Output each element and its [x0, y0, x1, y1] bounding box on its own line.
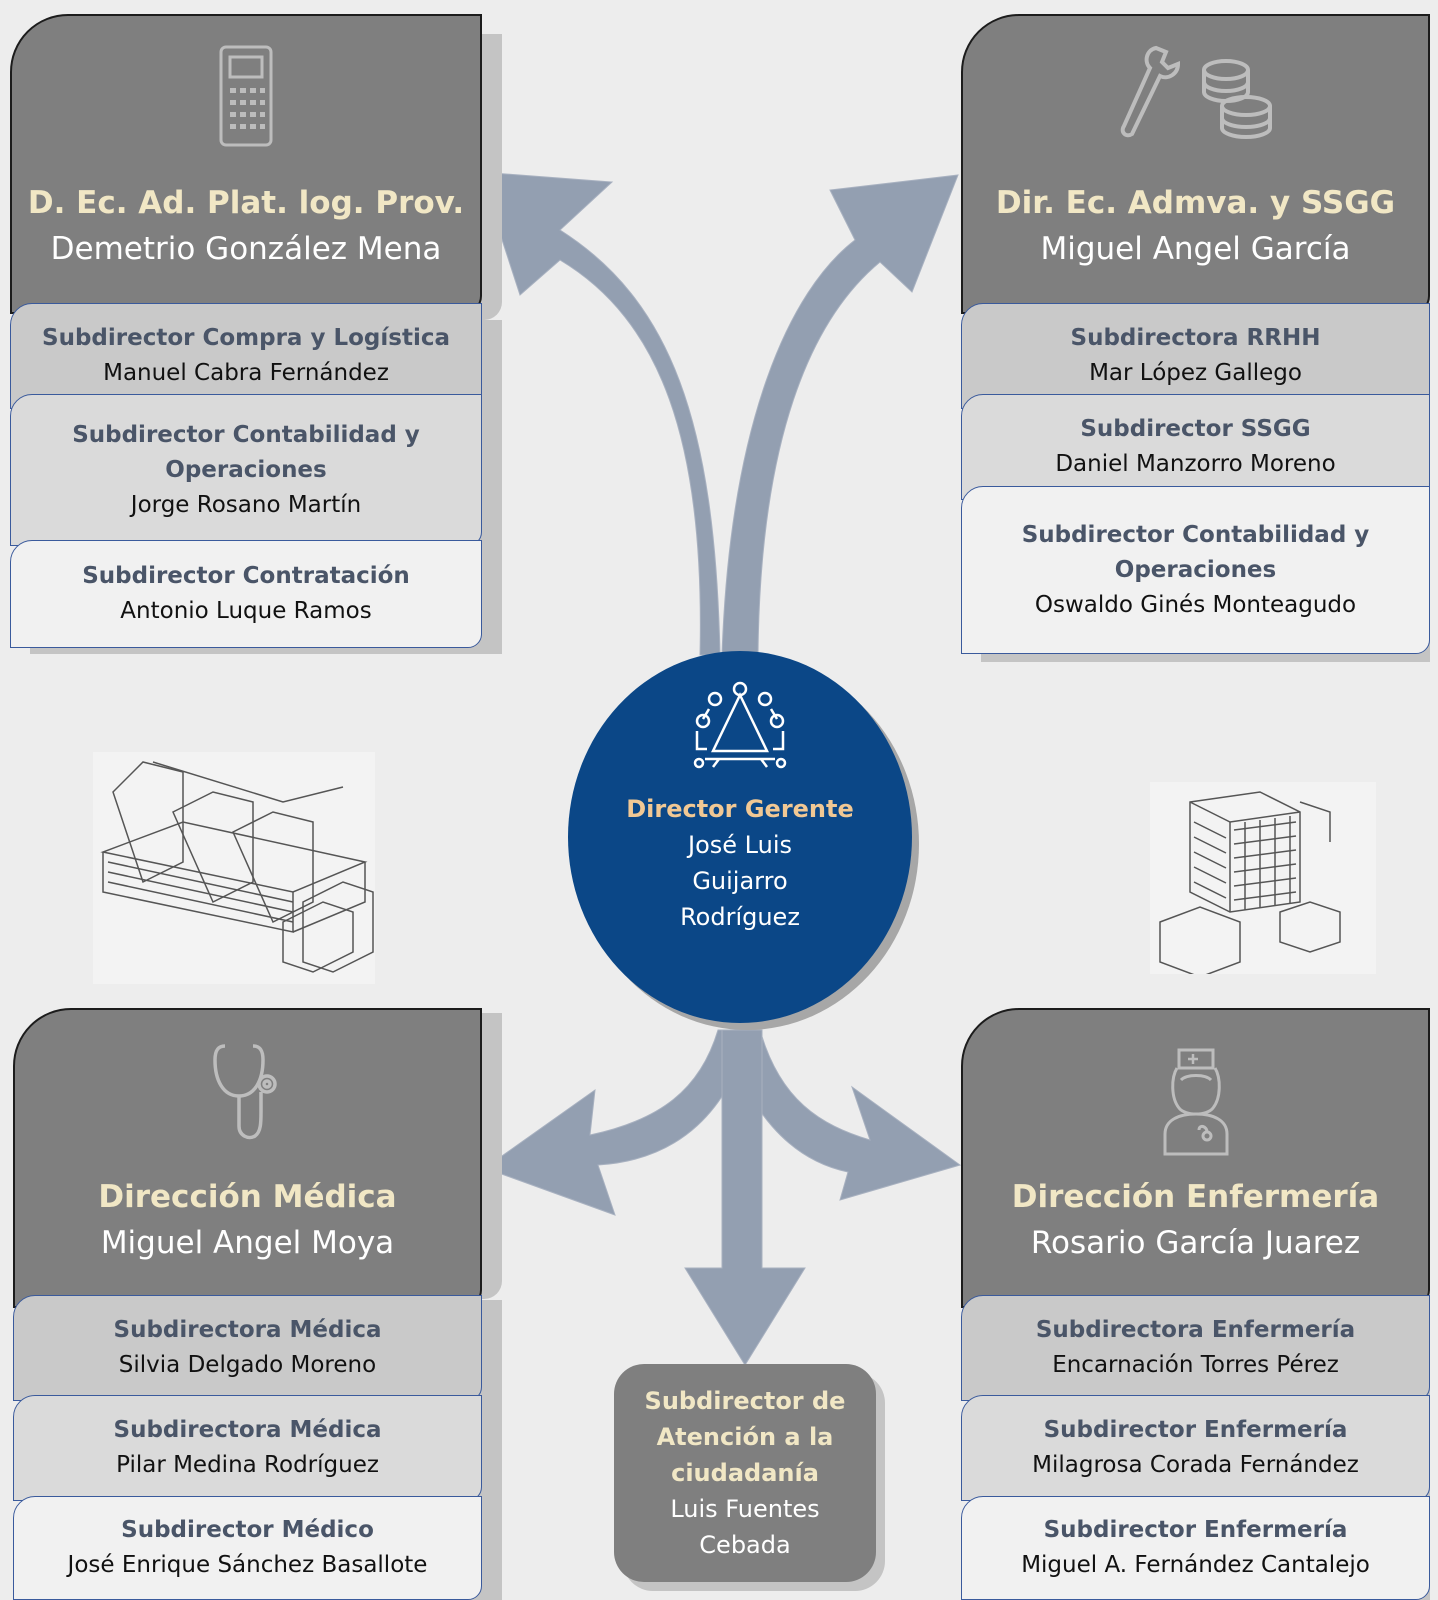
sub-box: Subdirector Contratación Antonio Luque R… — [10, 540, 482, 648]
header-title: Dir. Ec. Admva. y SSGG — [995, 185, 1396, 221]
sub-role: Subdirector Contabilidad y Operaciones — [1021, 521, 1370, 583]
sub-name: Oswaldo Ginés Monteagudo — [1034, 591, 1357, 618]
sub-role: Subdirector Enfermería — [1043, 1417, 1348, 1443]
sub-box: Subdirectora Médica Silvia Delgado Moren… — [13, 1295, 482, 1401]
sub-name: Mar López Gallego — [1089, 360, 1302, 386]
hospital-building-sketch-icon — [1159, 791, 1341, 978]
hospital-illustration — [1150, 782, 1376, 978]
sub-role: Subdirectora Médica — [113, 1417, 382, 1443]
sub-name: Miguel A. Fernández Cantalejo — [1021, 1552, 1370, 1578]
sub-box: Subdirector Contabilidad y Operaciones J… — [10, 394, 482, 546]
director-role: Director Gerente — [626, 795, 854, 823]
nurse-icon — [1151, 1046, 1241, 1160]
sub-box: Subdirectora RRHH Mar López Gallego — [961, 303, 1430, 409]
header-bottom-right: Dirección Enfermería Rosario García Juar… — [961, 1008, 1430, 1308]
sub-role: Subdirector Enfermería — [1043, 1517, 1348, 1543]
header-person: Miguel Angel Moya — [100, 1225, 395, 1261]
header-top-left: D. Ec. Ad. Plat. log. Prov. Demetrio Gon… — [10, 14, 482, 314]
sub-box: Subdirector Contabilidad y Operaciones O… — [961, 486, 1430, 654]
sub-role: Subdirector de Atención a la ciudadanía — [644, 1387, 846, 1487]
sub-name: Antonio Luque Ramos — [120, 598, 372, 624]
sub-name: Pilar Medina Rodríguez — [116, 1452, 379, 1478]
sub-name: Manuel Cabra Fernández — [103, 360, 389, 386]
header-top-right: Dir. Ec. Admva. y SSGG Miguel Angel Garc… — [961, 14, 1430, 314]
sub-box: Subdirector Compra y Logística Manuel Ca… — [10, 303, 482, 409]
stethoscope-icon — [212, 1040, 283, 1148]
sub-name: Luis Fuentes Cebada — [670, 1495, 820, 1559]
arrow-bottom-center — [684, 1029, 806, 1366]
header-bottom-left: Dirección Médica Miguel Angel Moya — [13, 1008, 482, 1308]
sub-role: Subdirector SSGG — [1080, 416, 1311, 442]
sub-box: Subdirectora Enfermería Encarnación Torr… — [961, 1295, 1430, 1401]
sub-role: Subdirectora RRHH — [1070, 325, 1321, 351]
sub-box: Subdirector SSGG Daniel Manzorro Moreno — [961, 394, 1430, 500]
sub-box: Subdirector Enfermería Milagrosa Corada … — [961, 1395, 1430, 1501]
wrench-coins-icon — [1116, 36, 1276, 150]
sub-name: Milagrosa Corada Fernández — [1032, 1452, 1359, 1478]
warehouse-sketch-icon — [100, 761, 374, 973]
sub-role: Subdirectora Médica — [113, 1317, 382, 1343]
sub-box: Subdirector Enfermería Miguel A. Fernánd… — [961, 1496, 1430, 1600]
header-title: D. Ec. Ad. Plat. log. Prov. — [27, 185, 465, 221]
sub-role: Subdirectora Enfermería — [1035, 1317, 1356, 1343]
sub-name: Daniel Manzorro Moreno — [1055, 451, 1336, 477]
sub-box: Subdirector Médico José Enrique Sánchez … — [13, 1496, 482, 1600]
sub-role: Subdirector Contabilidad y Operaciones — [72, 421, 420, 483]
sub-name: Encarnación Torres Pérez — [1052, 1352, 1339, 1378]
header-person: Rosario García Juarez — [1030, 1225, 1361, 1261]
sub-role: Subdirector Compra y Logística — [42, 325, 450, 351]
meeting-table-icon — [685, 681, 795, 777]
sub-role: Subdirector Médico — [121, 1517, 374, 1543]
sub-role: Subdirector Contratación — [82, 563, 410, 589]
director-circle: Director Gerente José Luis Guijarro Rodr… — [568, 651, 912, 1023]
citizen-attention-box: Subdirector de Atención a la ciudadanía … — [614, 1364, 876, 1582]
header-title: Dirección Médica — [98, 1179, 397, 1215]
arrow-bottom-left — [483, 1029, 751, 1216]
sub-name: Silvia Delgado Moreno — [118, 1352, 377, 1378]
sub-name: Jorge Rosano Martín — [130, 491, 362, 518]
header-person: Miguel Angel García — [1040, 231, 1351, 267]
arrow-top-right — [721, 174, 959, 656]
calculator-icon — [218, 44, 274, 152]
header-title: Dirección Enfermería — [1011, 1179, 1380, 1215]
arrow-top-left — [479, 171, 721, 656]
header-person: Demetrio González Mena — [50, 231, 442, 267]
sub-name: José Enrique Sánchez Basallote — [67, 1552, 428, 1578]
sub-box: Subdirectora Médica Pilar Medina Rodrígu… — [13, 1395, 482, 1501]
warehouse-illustration — [93, 752, 375, 984]
director-name: José Luis Guijarro Rodríguez — [680, 831, 800, 931]
